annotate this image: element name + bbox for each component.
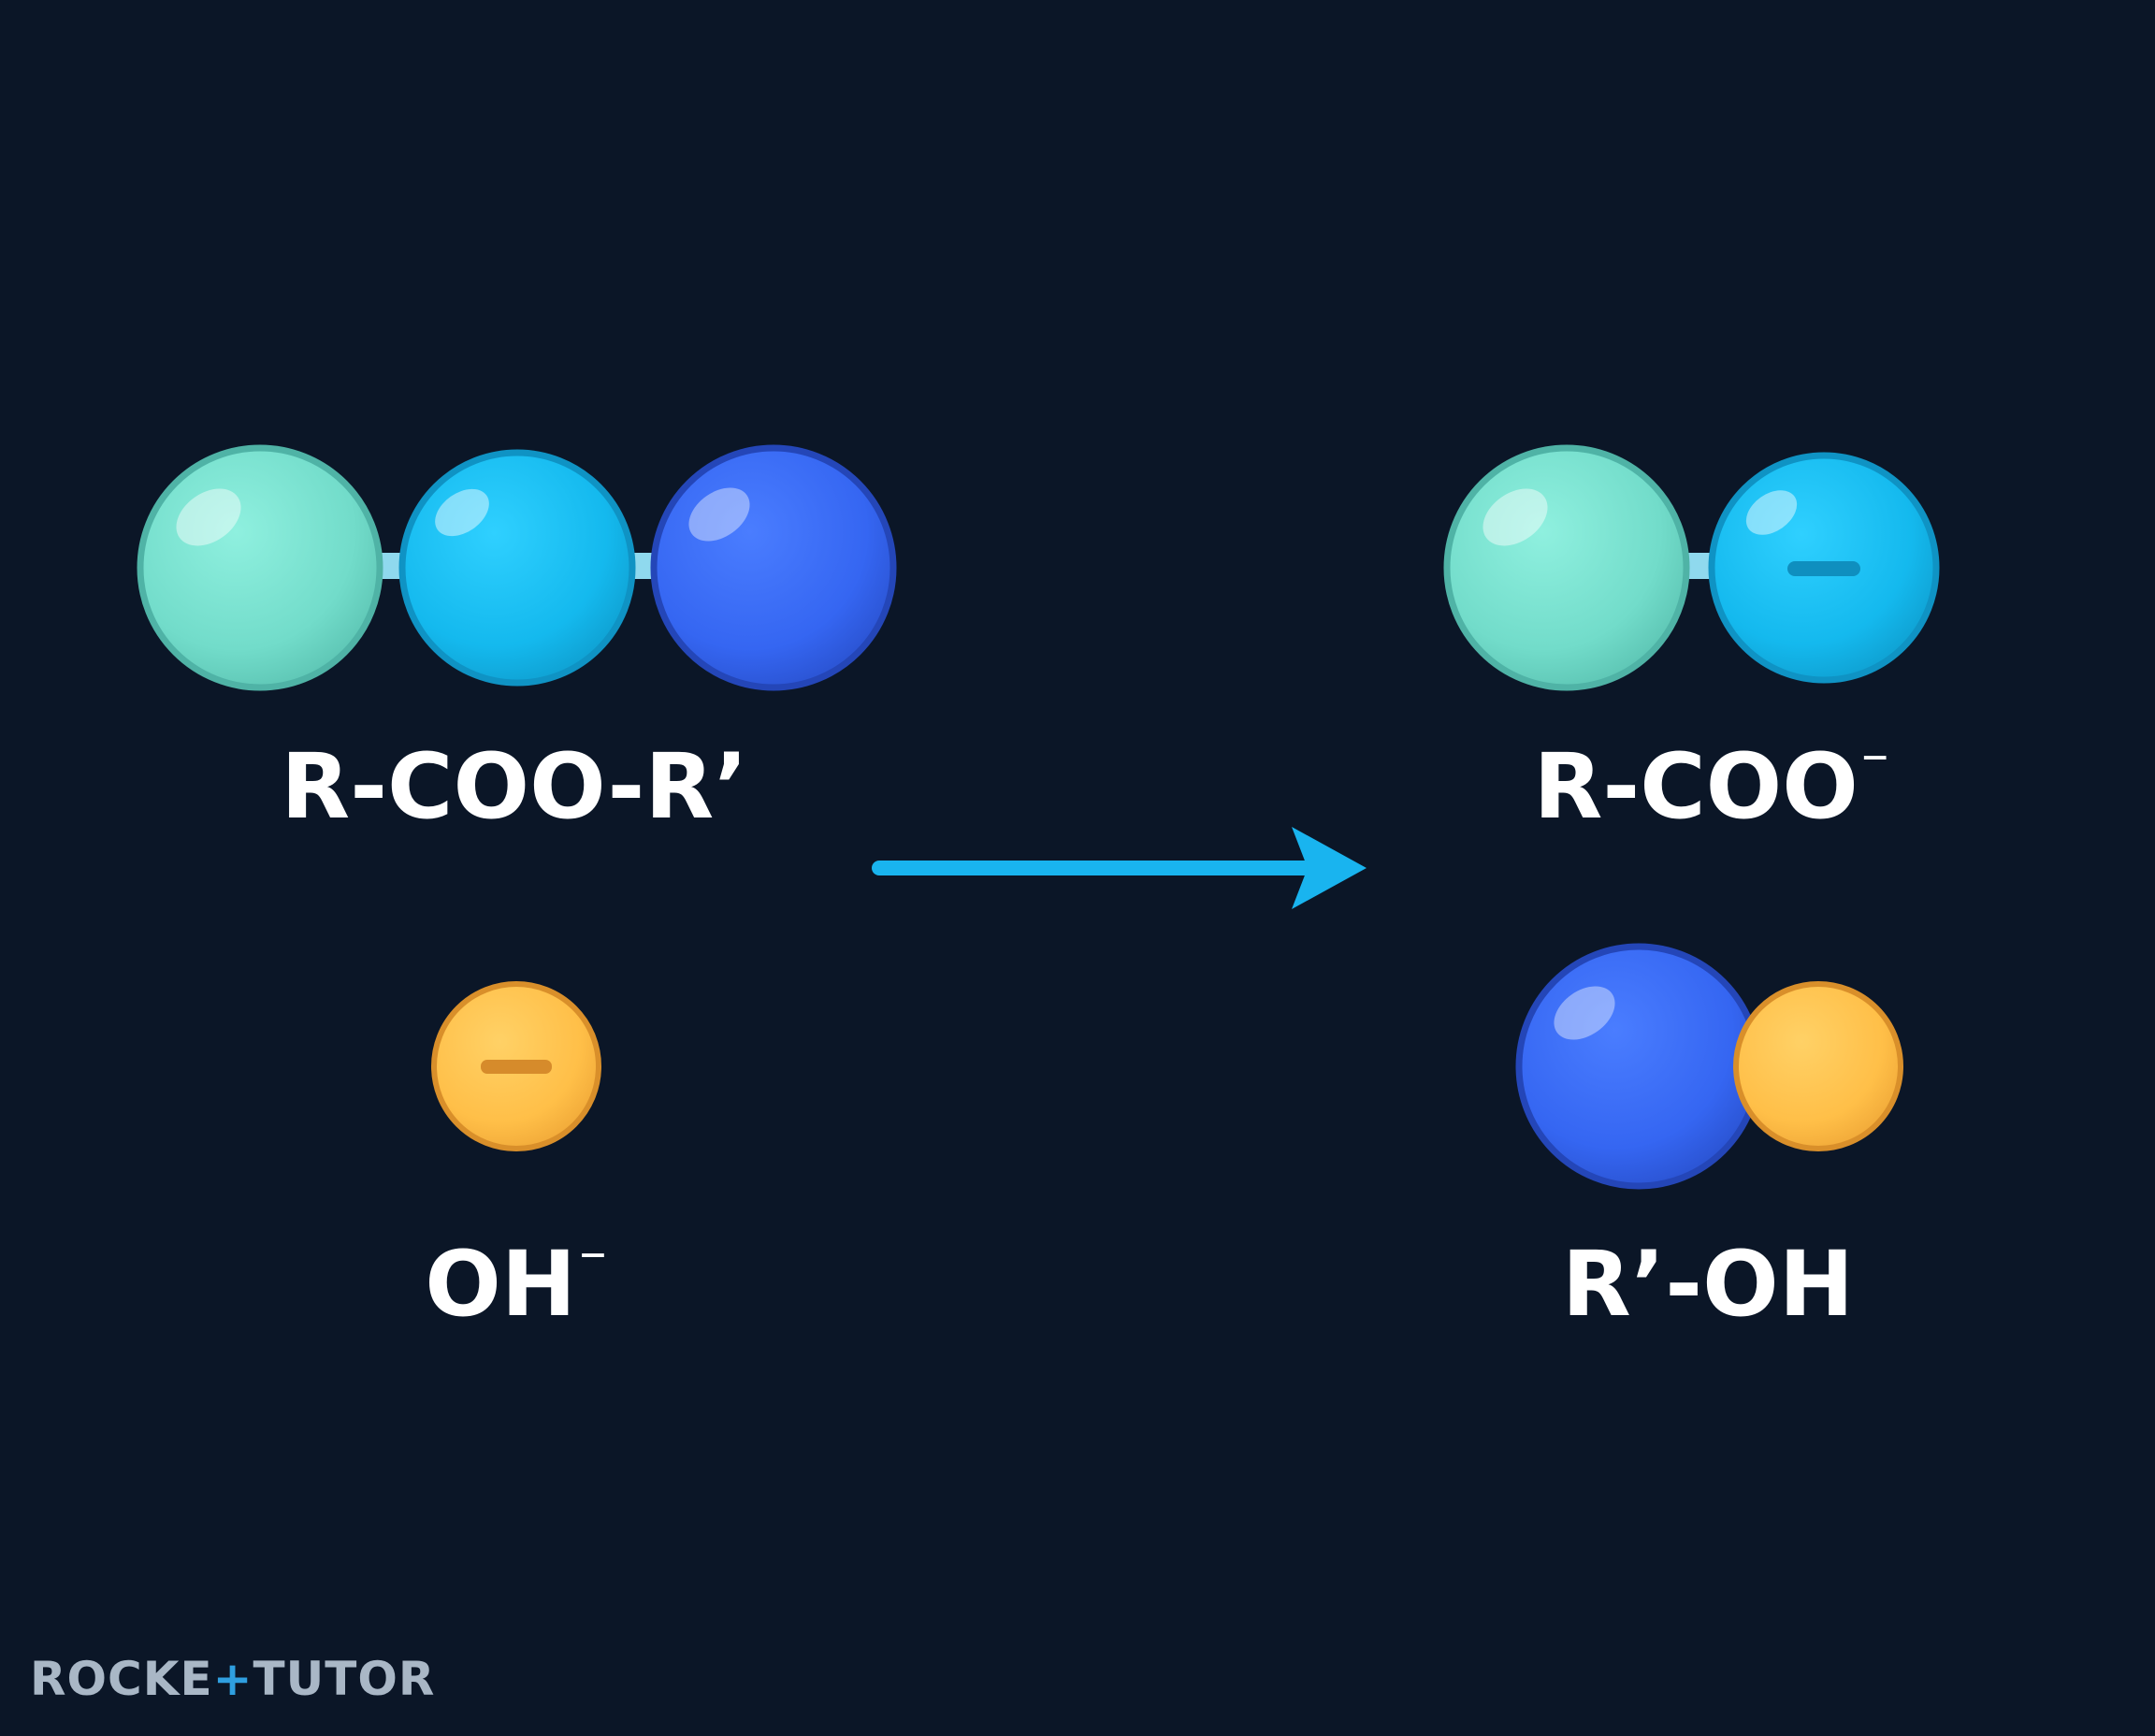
carboxylate-molecule — [1443, 444, 1940, 691]
cyan-atom — [398, 449, 636, 687]
minus-icon — [1787, 561, 1860, 576]
teal-atom — [137, 444, 383, 691]
minus-icon — [481, 1060, 552, 1074]
right-arrow-icon — [872, 827, 1367, 909]
charge-superscript: ⁻ — [578, 1232, 608, 1297]
cyan-atom — [1708, 452, 1940, 684]
alcohol-molecule — [1515, 943, 1903, 1190]
ester-label: R-COO-R’ — [281, 734, 748, 839]
brand-logo: ROCKE+TUTOR — [30, 1652, 436, 1706]
orange-atom — [1733, 981, 1903, 1151]
blue-atom — [650, 444, 897, 691]
carboxylate-label: R-COO⁻ — [1533, 734, 1890, 839]
blue-atom — [1515, 943, 1762, 1190]
charge-superscript: ⁻ — [1859, 734, 1890, 800]
alcohol-label: R’-OH — [1561, 1232, 1855, 1337]
hydroxide-ion — [431, 981, 601, 1151]
hydroxide-label: OH⁻ — [425, 1232, 608, 1337]
teal-atom — [1443, 444, 1690, 691]
ester-molecule — [137, 444, 897, 691]
